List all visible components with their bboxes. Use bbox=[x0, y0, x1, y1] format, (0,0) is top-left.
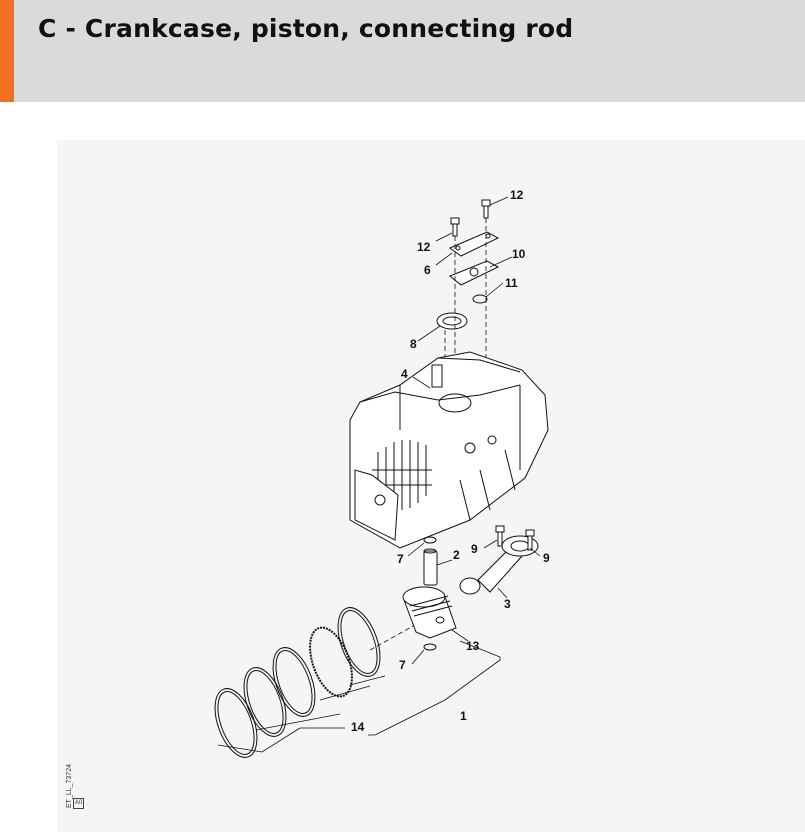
callout-10[interactable]: 10 bbox=[512, 247, 526, 261]
circlip-7-upper[interactable] bbox=[423, 536, 437, 544]
callout-4[interactable]: 4 bbox=[401, 367, 408, 381]
callout-7-lower[interactable]: 7 bbox=[399, 658, 406, 672]
callout-3[interactable]: 3 bbox=[504, 597, 511, 611]
callout-13[interactable]: 13 bbox=[466, 639, 480, 653]
callout-14[interactable]: 14 bbox=[351, 720, 365, 734]
bolt-9-left[interactable] bbox=[495, 525, 505, 547]
leader-lines bbox=[217, 196, 541, 753]
oil-seal-8[interactable] bbox=[436, 312, 468, 330]
callout-2[interactable]: 2 bbox=[453, 548, 460, 562]
piston-pin-2[interactable] bbox=[423, 548, 438, 586]
header-accent-bar bbox=[0, 0, 14, 102]
reference-code: ET_LL_73724 bbox=[66, 764, 73, 808]
callout-12-left[interactable]: 12 bbox=[417, 240, 431, 254]
callout-1[interactable]: 1 bbox=[460, 709, 467, 723]
page-header: C - Crankcase, piston, connecting rod bbox=[0, 0, 805, 102]
callout-11[interactable]: 11 bbox=[505, 276, 518, 290]
page-title: C - Crankcase, piston, connecting rod bbox=[38, 14, 574, 43]
callout-9-left[interactable]: 9 bbox=[471, 542, 478, 556]
callout-12-top[interactable]: 12 bbox=[510, 188, 524, 202]
o-ring-11[interactable] bbox=[472, 294, 488, 304]
reference-tag: A0 bbox=[73, 798, 84, 809]
callout-labels: 12 12 10 6 11 8 4 7 2 9 9 3 13 7 1 14 bbox=[351, 188, 550, 734]
callout-6[interactable]: 6 bbox=[424, 263, 431, 277]
callout-9-right[interactable]: 9 bbox=[543, 551, 550, 565]
bolt-9-right[interactable] bbox=[525, 529, 535, 551]
piston-13[interactable] bbox=[402, 586, 457, 639]
crankcase-4[interactable] bbox=[349, 351, 549, 549]
callout-8[interactable]: 8 bbox=[410, 337, 417, 351]
screw-12-left[interactable] bbox=[450, 217, 460, 237]
diagram-reference: ET_LL_73724 A0 bbox=[60, 762, 90, 812]
screw-12-right[interactable] bbox=[481, 199, 491, 219]
piston-rings-14[interactable] bbox=[207, 602, 388, 763]
circlip-7-lower[interactable] bbox=[423, 643, 437, 651]
gasket-10[interactable] bbox=[449, 260, 500, 286]
callout-7-upper[interactable]: 7 bbox=[397, 552, 404, 566]
